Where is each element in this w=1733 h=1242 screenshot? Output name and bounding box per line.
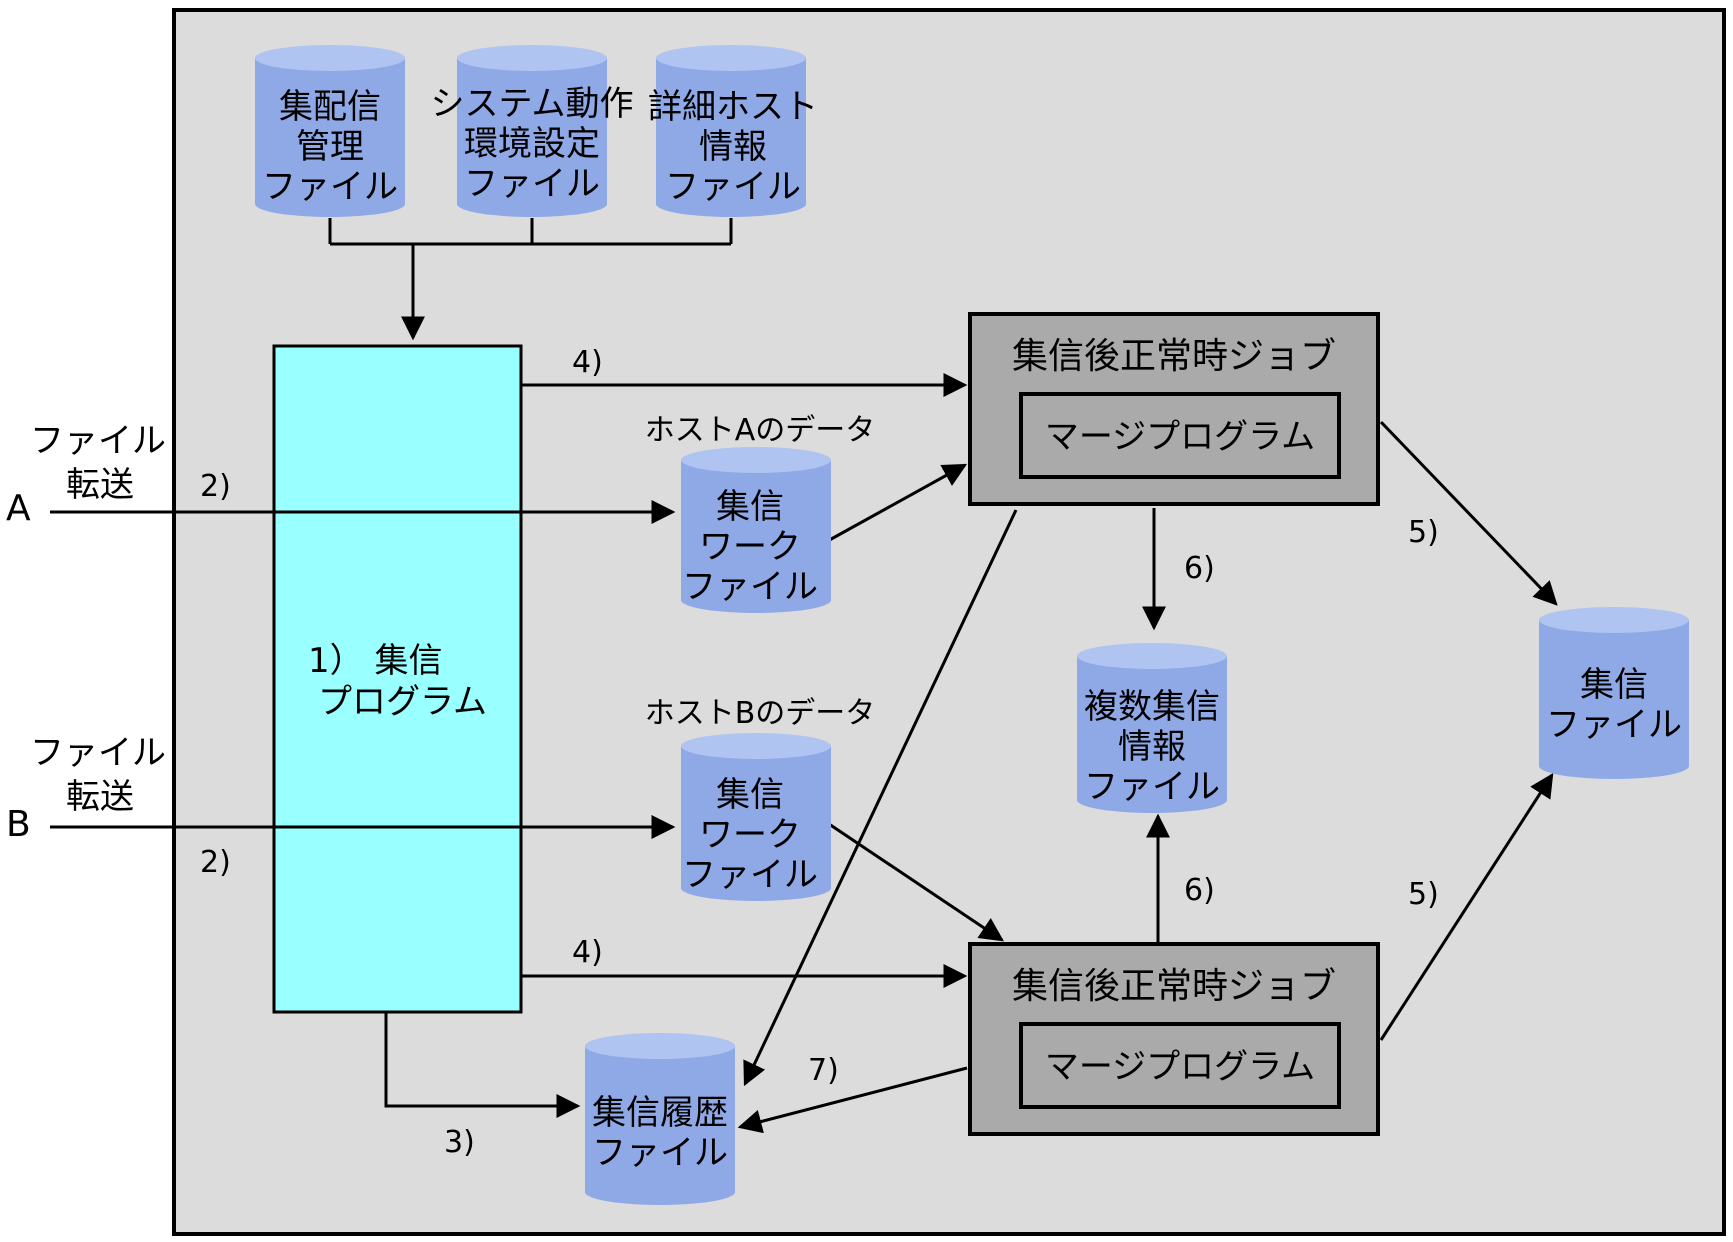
step-5-a: 5)	[1408, 515, 1439, 550]
step-6-b: 6)	[1184, 873, 1215, 908]
file-sysenv-label-2: 環境設定	[464, 124, 600, 164]
post-receive-job-bottom: 集信後正常時ジョブ マージプログラム	[968, 942, 1380, 1136]
job-top-merge-program: マージプログラム	[1045, 417, 1315, 457]
input-b-letter: B	[6, 804, 31, 845]
file-history-cylinder: 集信履歴 ファイル	[585, 1033, 735, 1205]
input-a-letter: A	[6, 488, 31, 529]
file-work-a-label-3: ファイル	[682, 567, 818, 607]
input-a-label-1: ファイル	[30, 421, 166, 461]
file-multi-cylinder: 複数集信 情報 ファイル	[1077, 643, 1227, 813]
step-7: 7)	[808, 1053, 839, 1088]
file-admin-label-3: ファイル	[262, 167, 398, 207]
file-host-label-1: 詳細ホスト	[648, 87, 818, 127]
file-work-b-label-2: ワーク	[699, 815, 801, 855]
file-sysenv-cylinder: システム動作 環境設定 ファイル	[431, 45, 634, 217]
file-history-label-2: ファイル	[592, 1133, 728, 1173]
file-sysenv-label-3: ファイル	[464, 164, 600, 204]
step-6-a: 6)	[1184, 551, 1215, 586]
step-2-b: 2)	[200, 845, 231, 880]
file-recv-label-1: 集信	[1580, 665, 1648, 705]
file-work-b-label-3: ファイル	[682, 855, 818, 895]
host-a-data-label: ホストAのデータ	[645, 413, 876, 448]
file-admin-cylinder: 集配信 管理 ファイル	[255, 45, 405, 217]
file-host-label-2: 情報	[699, 127, 767, 167]
file-recv-cylinder: 集信 ファイル	[1539, 607, 1689, 779]
input-b-label-2: 転送	[66, 777, 134, 817]
file-recv-label-2: ファイル	[1546, 705, 1682, 745]
input-a-label-2: 転送	[66, 465, 134, 505]
file-admin-label-1: 集配信	[279, 87, 381, 127]
job-bottom-title: 集信後正常時ジョブ	[1012, 966, 1336, 1007]
step-4-a: 4)	[572, 345, 603, 380]
receive-program-label-1: 1） 集信	[308, 641, 442, 681]
receive-program-label-2: プログラム	[318, 682, 487, 722]
top-files-connector	[328, 218, 733, 341]
job-bottom-merge-program: マージプログラム	[1045, 1047, 1315, 1087]
file-work-a-cylinder: 集信 ワーク ファイル	[681, 447, 831, 613]
input-b-label-1: ファイル	[30, 733, 166, 773]
flow-arrows	[50, 373, 1558, 1134]
step-2-a: 2)	[200, 469, 231, 504]
file-work-a-label-1: 集信	[716, 487, 784, 527]
file-work-a-label-2: ワーク	[699, 527, 801, 567]
file-history-label-1: 集信履歴	[592, 1093, 728, 1133]
step-3: 3)	[444, 1125, 475, 1160]
file-multi-label-1: 複数集信	[1084, 687, 1220, 727]
file-host-cylinder: 詳細ホスト 情報 ファイル	[648, 45, 818, 217]
receive-program-box	[272, 344, 523, 1014]
host-b-data-label: ホストBのデータ	[645, 696, 876, 731]
file-admin-label-2: 管理	[296, 127, 364, 167]
step-5-b: 5)	[1408, 877, 1439, 912]
file-multi-label-3: ファイル	[1084, 767, 1220, 807]
file-work-b-cylinder: 集信 ワーク ファイル	[681, 733, 831, 901]
post-receive-job-top: 集信後正常時ジョブ マージプログラム	[968, 312, 1380, 506]
file-host-label-3: ファイル	[665, 167, 801, 207]
file-work-b-label-1: 集信	[716, 775, 784, 815]
file-sysenv-label-1: システム動作	[431, 84, 634, 124]
file-multi-label-2: 情報	[1118, 727, 1186, 767]
step-4-b: 4)	[572, 935, 603, 970]
job-top-title: 集信後正常時ジョブ	[1012, 336, 1336, 377]
